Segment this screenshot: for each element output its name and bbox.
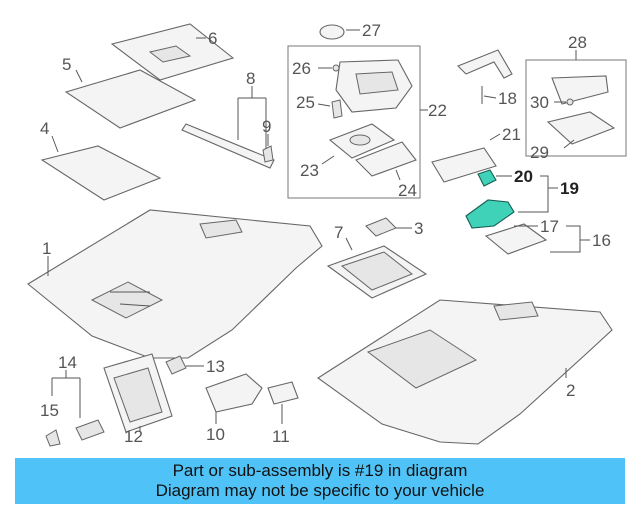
callout-21: 21 [502,125,521,144]
part-19-highlighted [465,175,558,229]
callout-15: 15 [40,401,59,420]
callout-11: 11 [272,427,290,446]
part-21-bracket [431,133,501,183]
part-1-headliner [27,209,323,359]
banner-line-1: Part or sub-assembly is #19 in diagram [172,461,468,480]
part-10-cover [205,373,263,424]
callout-14: 14 [58,353,77,372]
part-9-clip [262,134,274,163]
callout-23: 23 [300,161,319,180]
part-8-trim-strip [181,86,275,169]
callout-8: 8 [246,69,255,88]
part-22-console [335,59,413,113]
callout-12: 12 [124,427,143,446]
callout-7: 7 [334,223,343,242]
callout-5: 5 [62,55,71,74]
callout-24: 24 [398,181,417,200]
callout-25: 25 [296,93,315,112]
callout-27: 27 [362,21,381,40]
callout-10: 10 [206,425,225,444]
part-25-lens [317,99,343,119]
callout-13: 13 [206,357,225,376]
part-4-pad [40,135,162,201]
callout-20: 20 [514,167,533,186]
part-26-clip [318,64,340,72]
part-13-bracket [165,355,204,375]
part-7-seal [326,237,428,299]
part-30-clip [554,98,574,106]
part-23-lamp [321,123,396,165]
callout-3: 3 [414,219,423,238]
part-27-bulb [319,24,360,40]
part-18-handle [457,49,513,104]
group-box-28 [525,50,627,157]
callout-17: 17 [540,217,559,236]
info-banner: Part or sub-assembly is #19 in diagram D… [15,458,625,504]
callout-2: 2 [566,381,575,400]
callout-22: 22 [428,101,447,120]
callout-4: 4 [40,119,49,138]
part-11-clip [267,381,299,424]
part-17-map-lamp [484,223,590,255]
callout-18: 18 [498,89,517,108]
callout-1: 1 [42,239,51,258]
callout-29: 29 [530,143,549,162]
part-20-highlighted [477,169,512,187]
callout-6: 6 [208,29,217,48]
callout-16: 16 [592,231,611,250]
group-box-22 [287,45,428,199]
callout-26: 26 [292,59,311,78]
part-24-cover [355,141,417,181]
part-6-pad [110,23,235,81]
part-2-headliner [317,299,613,445]
part-5-pad [64,69,197,129]
callout-30: 30 [530,93,549,112]
part-12-sun-visor [103,353,173,433]
callout-9: 9 [262,117,271,136]
callout-28: 28 [568,33,587,52]
part-3-clip [365,217,412,237]
banner-line-2: Diagram may not be specific to your vehi… [155,481,485,500]
part-14-15-clips [45,370,105,447]
callout-19: 19 [560,179,579,198]
